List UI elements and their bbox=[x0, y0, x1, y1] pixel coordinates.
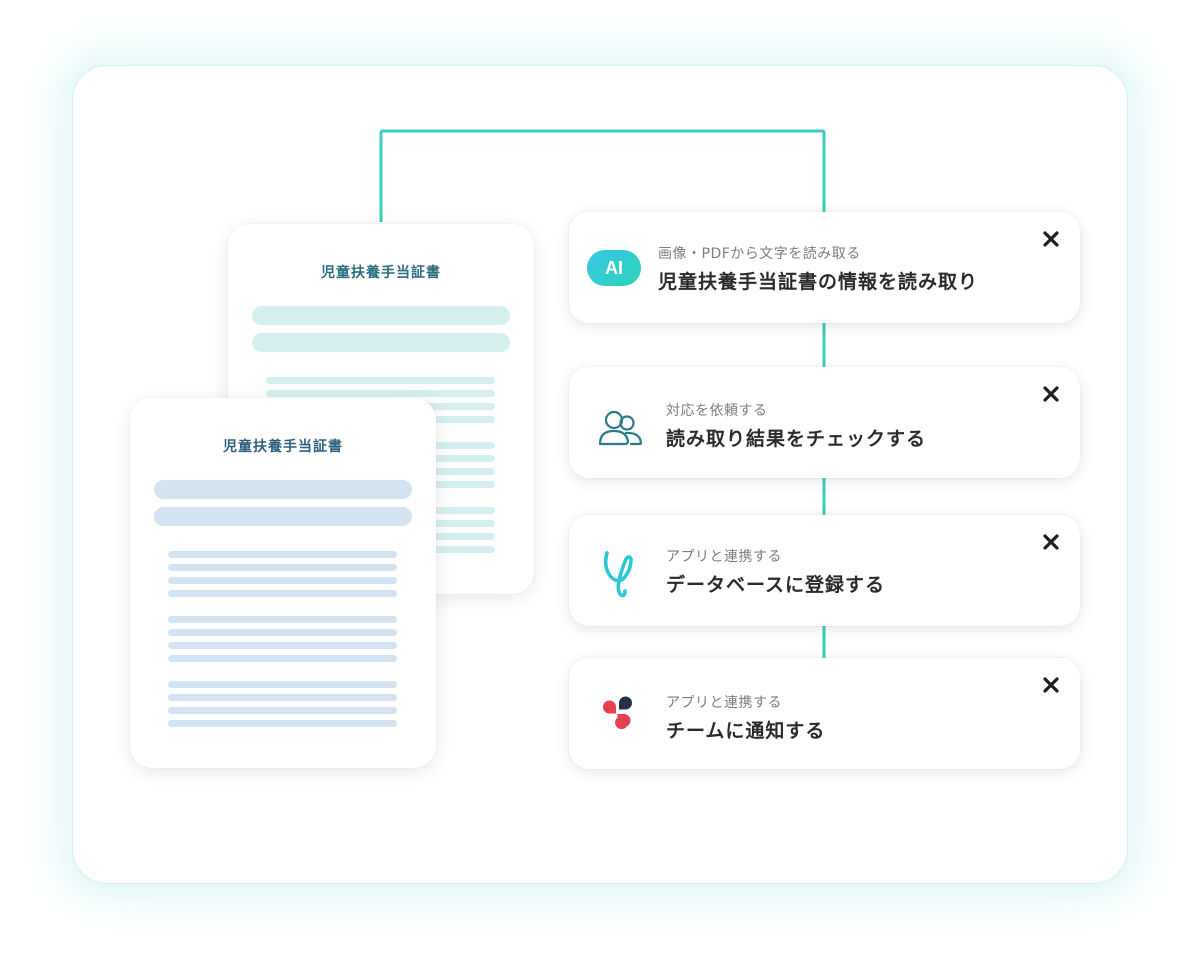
document-text-line bbox=[168, 655, 397, 662]
document-title: 児童扶養手当証書 bbox=[223, 439, 343, 455]
step-subtitle: アプリと連携する bbox=[666, 549, 782, 565]
document-text-line bbox=[266, 390, 495, 397]
remove-step-button[interactable] bbox=[1040, 531, 1062, 553]
chat-app-icon bbox=[601, 694, 641, 734]
document-text-line bbox=[266, 377, 495, 384]
workflow-step-notify[interactable]: アプリと連携する チームに通知する bbox=[569, 658, 1080, 769]
close-icon bbox=[1043, 231, 1059, 247]
remove-step-button[interactable] bbox=[1040, 674, 1062, 696]
step-title: 児童扶養手当証書の情報を読み取り bbox=[658, 271, 979, 293]
document-text-line bbox=[168, 681, 397, 688]
document-text-line bbox=[168, 577, 397, 584]
step-title: チームに通知する bbox=[666, 720, 826, 742]
workflow-step-ocr[interactable]: AI 画像・PDFから文字を読み取る 児童扶養手当証書の情報を読み取り bbox=[569, 212, 1080, 323]
step-title: 読み取り結果をチェックする bbox=[666, 428, 927, 450]
document-title: 児童扶養手当証書 bbox=[321, 265, 441, 281]
document-text-line bbox=[168, 616, 397, 623]
close-icon bbox=[1043, 534, 1059, 550]
document-field-bar bbox=[154, 507, 412, 526]
document-text-line bbox=[168, 720, 397, 727]
document-text-line bbox=[168, 694, 397, 701]
step-title: データベースに登録する bbox=[666, 574, 886, 596]
document-text-line bbox=[168, 629, 397, 636]
document-field-bar bbox=[252, 333, 510, 352]
remove-step-button[interactable] bbox=[1040, 228, 1062, 250]
remove-step-button[interactable] bbox=[1040, 383, 1062, 405]
document-field-bar bbox=[154, 480, 412, 499]
document-text-line bbox=[168, 642, 397, 649]
document-field-bar bbox=[252, 306, 510, 325]
document-text-line bbox=[168, 590, 397, 597]
step-subtitle: 画像・PDFから文字を読み取る bbox=[658, 246, 861, 262]
workflow-step-request[interactable]: 対応を依頼する 読み取り結果をチェックする bbox=[569, 367, 1080, 478]
document-text-line bbox=[168, 564, 397, 571]
workflow-step-database[interactable]: アプリと連携する データベースに登録する bbox=[569, 515, 1080, 626]
document-preview-front: 児童扶養手当証書 bbox=[130, 398, 436, 768]
close-icon bbox=[1043, 386, 1059, 402]
ai-icon: AI bbox=[587, 250, 641, 286]
document-text-line bbox=[168, 551, 397, 558]
step-subtitle: 対応を依頼する bbox=[666, 403, 768, 419]
step-subtitle: アプリと連携する bbox=[666, 695, 782, 711]
close-icon bbox=[1043, 677, 1059, 693]
people-icon bbox=[598, 408, 644, 446]
document-text-line bbox=[168, 707, 397, 714]
database-app-icon bbox=[601, 549, 637, 599]
svg-text:AI: AI bbox=[605, 258, 623, 278]
